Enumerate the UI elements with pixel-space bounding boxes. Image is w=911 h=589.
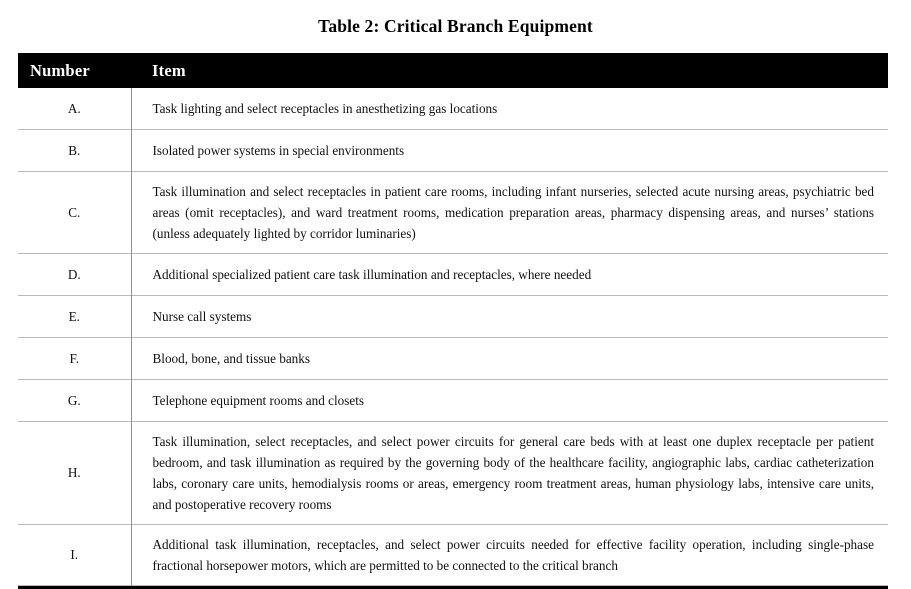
row-number-cell: H. [18,421,132,525]
table-header: Number Item [18,53,888,88]
row-item-cell: Nurse call systems [152,309,252,324]
table-row: F. Blood, bone, and tissue banks [18,337,888,380]
row-number-cell: I. [18,524,132,586]
row-item-cell: Task illumination, select receptacles, a… [152,434,875,512]
row-item-cell: Telephone equipment rooms and closets [152,393,365,408]
column-header-item: Item [131,53,888,88]
row-item-cell: Additional task illumination, receptacle… [152,537,875,573]
row-item-cell: Additional specialized patient care task… [152,267,592,282]
table-row: I. Additional task illumination, receptac… [18,524,888,586]
table-row: C. Task illumination and select receptacl… [18,171,888,254]
row-number-cell: B. [18,129,132,172]
row-item-cell: Task lighting and select receptacles in … [152,101,498,116]
table-row: E. Nurse call systems [18,295,888,338]
row-number-cell: F. [18,337,132,380]
column-header-number: Number [18,53,131,88]
row-item-cell: Isolated power systems in special enviro… [152,143,405,158]
table-container: Number Item A. Task lighting and select r… [18,53,888,589]
table-body: A. Task lighting and select receptacles i… [18,88,888,586]
table-header-row: Number Item [18,53,888,88]
table-row: G. Telephone equipment rooms and closets [18,379,888,422]
row-number-cell: E. [18,295,132,338]
row-number-cell: D. [18,253,132,296]
critical-branch-equipment-table: Number Item A. Task lighting and select r… [18,53,888,586]
table-row: D. Additional specialized patient care ta… [18,253,888,296]
row-number-cell: A. [18,88,132,130]
table-row: H. Task illumination, select receptacles,… [18,421,888,525]
row-item-cell: Blood, bone, and tissue banks [152,351,311,366]
table-row: A. Task lighting and select receptacles i… [18,88,888,130]
row-number-cell: G. [18,379,132,422]
page-title: Table 2: Critical Branch Equipment [318,16,593,36]
row-item-cell: Task illumination and select receptacles… [152,184,875,241]
table-row: B. Isolated power systems in special envi… [18,129,888,172]
row-number-cell: C. [18,171,132,254]
